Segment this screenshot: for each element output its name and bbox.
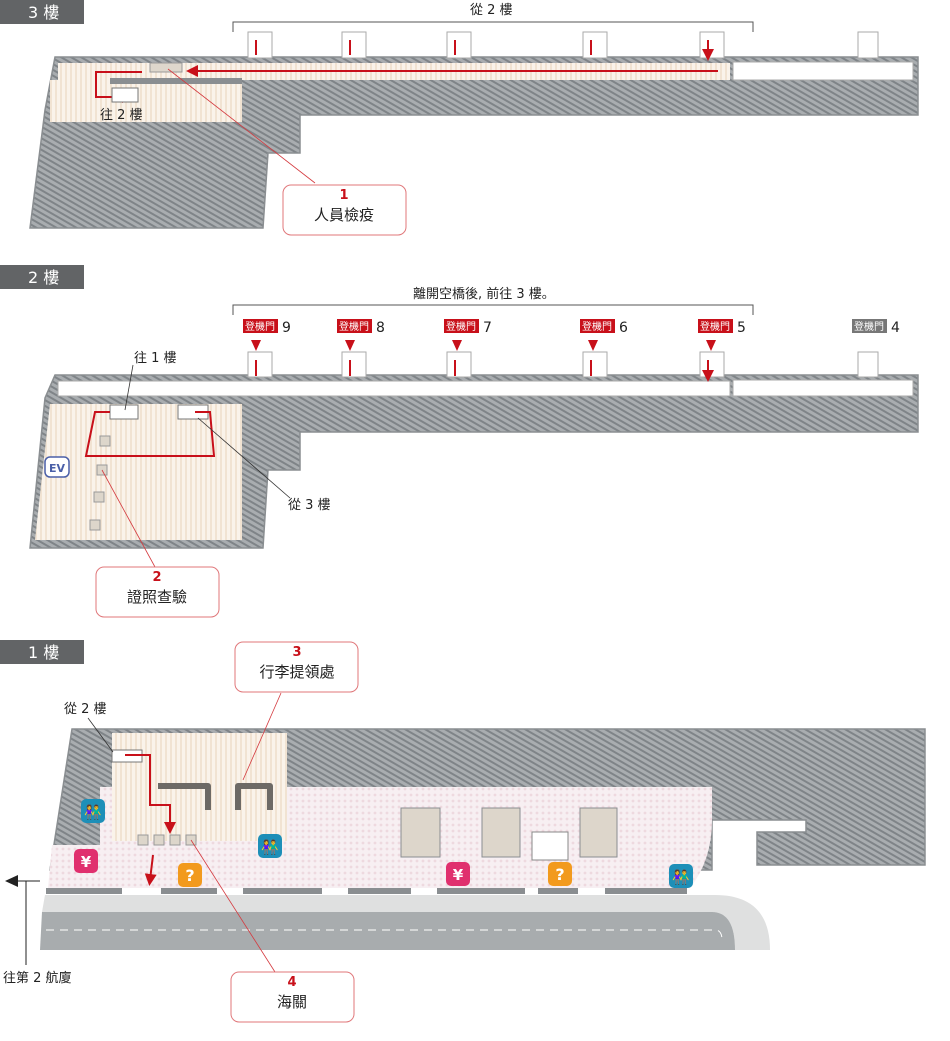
quarantine-desk [149,62,183,73]
svg-text:登機門: 登機門 [854,320,884,333]
pillars [400,807,618,858]
road [40,912,735,950]
sidewalk [42,895,770,950]
gate-7: 登機門 7 [444,319,492,336]
floor-2: 2 樓 離開空橋後, 前往 3 樓。 登機門 9 登機門 8 登機門 7 登機門 6 登… [0,265,919,618]
floor-1-label: 1 樓 [28,643,59,662]
gate-8: 登機門 8 [337,319,385,336]
arrow-left-icon [5,875,18,887]
svg-text:4: 4 [891,320,900,336]
svg-text:5: 5 [737,320,746,336]
restroom-icon: 👫 [81,799,105,823]
information-icon: ? [548,862,572,886]
callout-1-text: 人員檢疫 [314,206,374,224]
callout-3-number: 3 [292,645,301,660]
currency-exchange-icon: ¥ [446,862,470,886]
callout-4-text: 海關 [277,993,307,1011]
baggage-carousels [158,783,273,810]
svg-text:?: ? [555,865,564,884]
svg-text:👫: 👫 [84,804,102,821]
corridor-2f [57,380,731,397]
gate-4: 登機門 4 [852,319,900,336]
floor-2-tab[interactable] [0,265,84,289]
floor-1-tab[interactable] [0,640,84,664]
route-1f [125,754,176,834]
callout-2-text: 證照查驗 [127,588,187,606]
gate-6: 登機門 6 [580,319,628,336]
building-3f [29,56,919,229]
immigration-hall [35,404,242,540]
from-2f-label: 從 2 樓 [470,3,513,18]
restroom-icon: 👫 [258,834,282,858]
stairs-down-icon [109,404,139,420]
svg-text:登機門: 登機門 [339,320,369,333]
svg-text:8: 8 [376,320,385,336]
callout-4 [230,971,355,1023]
svg-text:¥: ¥ [453,866,464,884]
from-3f-label: 從 3 樓 [288,498,331,513]
svg-text:6: 6 [619,320,628,336]
svg-text:登機門: 登機門 [446,320,476,333]
callout-1 [282,184,407,236]
from-2f-label: 從 2 樓 [64,702,107,717]
currency-exchange-icon: ¥ [74,849,98,873]
route-2f [84,411,216,457]
building-2f [29,374,919,549]
gate-bridges-3f [247,31,879,58]
bracket [232,21,754,32]
to-terminal-2-label: 往第 2 航廈 [3,970,72,986]
svg-text:¥: ¥ [81,853,92,871]
callout-2-number: 2 [152,570,161,585]
svg-text:登機門: 登機門 [245,320,275,333]
instruction-text: 離開空橋後, 前往 3 樓。 [413,286,555,302]
floor-3: 3 樓 從 2 樓 往 2 樓 1 人員檢疫 [0,0,919,236]
quarantine-room [50,80,242,122]
elevator-icon [44,456,70,478]
gate-labels: 登機門 9 登機門 8 登機門 7 登機門 6 登機門 5 登機門 4 [243,319,900,351]
floor-1: 1 樓 👫 👫 👫 ¥ ¥ ? [0,640,926,1023]
svg-text:?: ? [185,866,194,885]
svg-text:登機門: 登機門 [700,320,730,333]
callout-2 [95,566,220,618]
svg-text:登機門: 登機門 [582,320,612,333]
to-2f-label: 往 2 樓 [100,108,143,123]
svg-text:7: 7 [483,320,492,336]
inner-wall [110,78,242,84]
elevator-label: EV [49,462,66,475]
callout-1-number: 1 [339,188,348,203]
gate-bridges-2f [247,351,879,378]
svg-text:👫: 👫 [672,869,690,886]
callout-3 [234,641,359,693]
floor-2-label: 2 樓 [28,268,59,287]
hall-front-walls [46,888,687,894]
to-1f-label: 往 1 樓 [134,351,177,366]
callout-4-number: 4 [287,975,296,990]
stairs-icon [111,87,139,103]
svg-text:9: 9 [282,320,291,336]
svg-text:👫: 👫 [261,839,279,856]
gate-5: 登機門 5 [698,319,746,336]
escalator-icon [531,831,569,861]
gate-9: 登機門 9 [243,319,291,336]
pier-right [732,61,914,81]
restroom-icon: 👫 [669,864,693,888]
floor-3-tab[interactable] [0,0,84,24]
floor-3-label: 3 樓 [28,3,59,22]
information-icon: ? [178,863,202,887]
callout-3-text: 行李提領處 [259,663,334,681]
